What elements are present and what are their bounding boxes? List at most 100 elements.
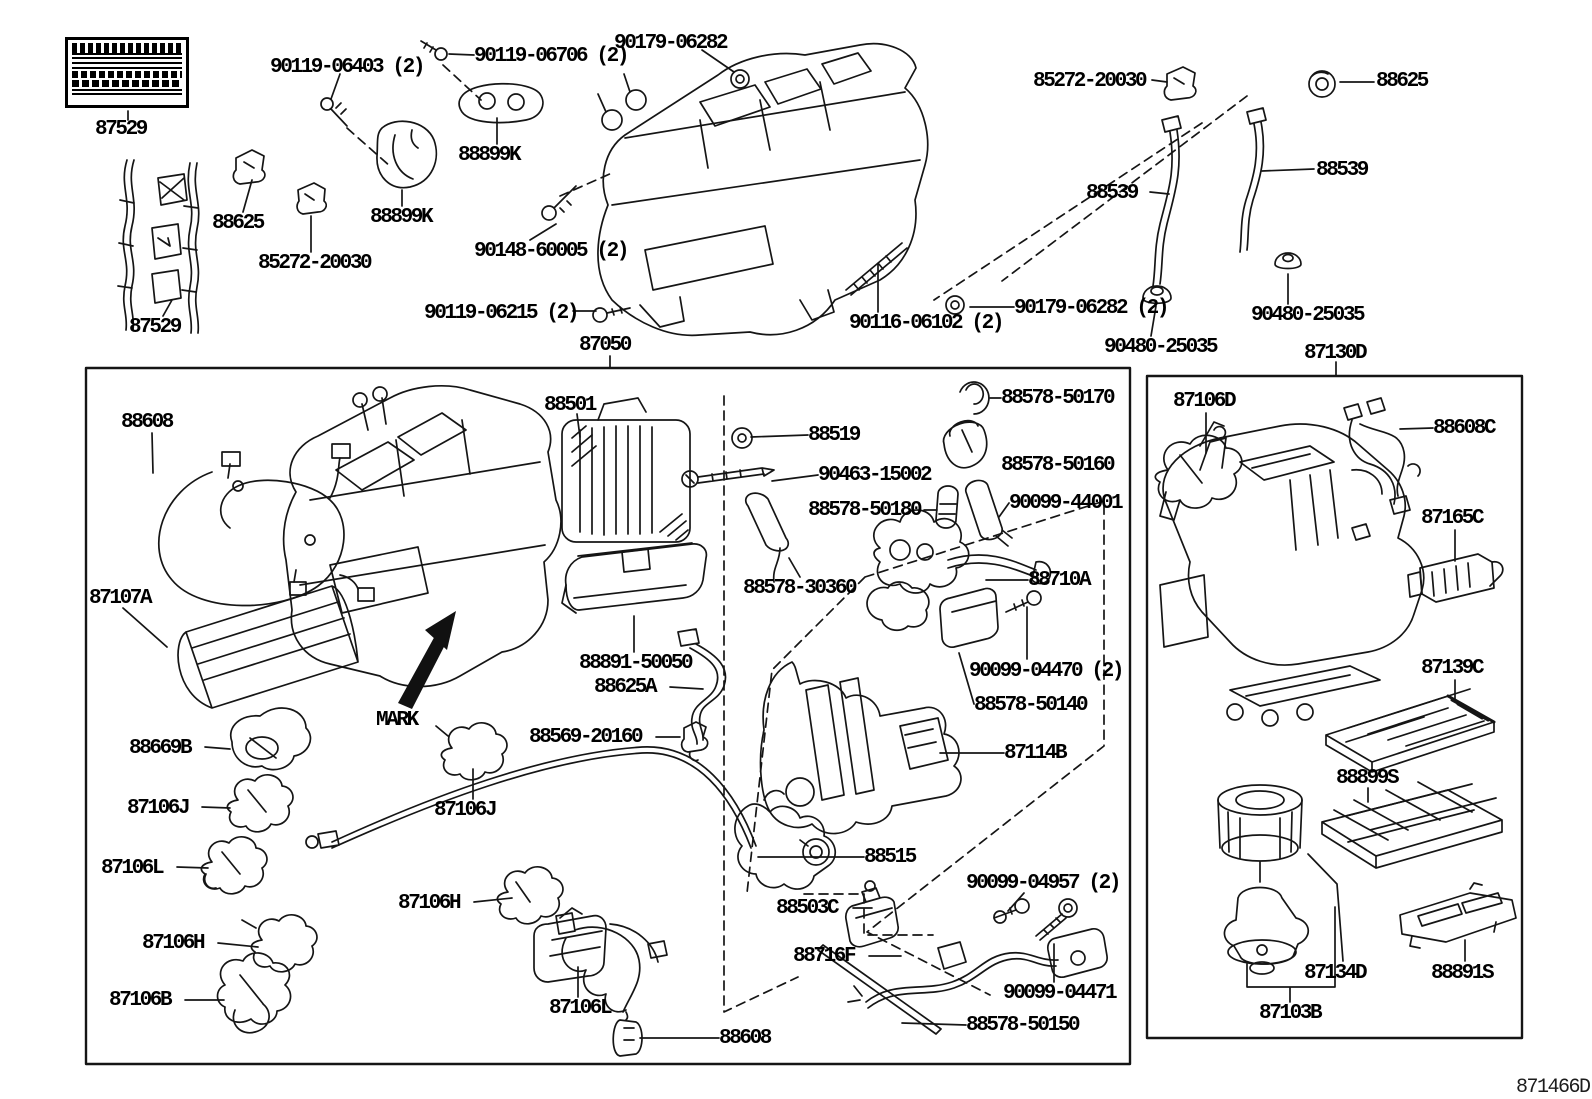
label-88578-50150: 88578-50150: [966, 1014, 1081, 1037]
label-88519: 88519: [808, 424, 861, 447]
label-88578-50140: 88578-50140: [974, 694, 1089, 717]
hvac-unit-assembly-top: [597, 42, 929, 337]
label-90099-44001: 90099-44001: [1009, 492, 1124, 515]
label-90119-06403: 90119-06403 (2): [270, 56, 425, 79]
main-assembly-frame: [84, 366, 1132, 1066]
sticker-text-row: [72, 71, 182, 78]
label-87106B: 87106B: [109, 989, 173, 1012]
label-87139C: 87139C: [1421, 657, 1485, 680]
label-88608-top: 88608: [121, 411, 174, 434]
label-88891-50050: 88891-50050: [579, 652, 694, 675]
drain-hoses-and-pads: [117, 159, 200, 334]
label-87106H-mid: 87106H: [398, 892, 462, 915]
label-87134D: 87134D: [1304, 962, 1368, 985]
evaporator-core: [561, 397, 691, 543]
heater-unit-main: [282, 385, 562, 688]
blower-unit-case: [1159, 423, 1425, 727]
label-88899K-left: 88899K: [370, 206, 434, 229]
label-88539-left: 88539: [1086, 182, 1139, 205]
resistor-87165C: [1407, 553, 1504, 603]
sticker-text-row: [72, 80, 182, 87]
label-87114B: 87114B: [1004, 742, 1068, 765]
wire-88716F: [847, 928, 1108, 1009]
label-88539-right: 88539: [1316, 159, 1369, 182]
label-87106L-mid: 87106L: [549, 997, 613, 1020]
label-88899K-right: 88899K: [458, 144, 522, 167]
leader-lines: [122, 49, 1466, 1039]
label-mark: MARK: [376, 709, 419, 732]
label-88578-30360: 88578-30360: [743, 577, 858, 600]
label-88501: 88501: [544, 394, 597, 417]
sticker-stripes: [72, 57, 182, 69]
label-87103B: 87103B: [1259, 1002, 1323, 1025]
amplifier-88515: [734, 789, 837, 890]
label-87130D: 87130D: [1304, 342, 1368, 365]
mid-small-parts: [677, 381, 1078, 1035]
label-90099-04957: 90099-04957 (2): [966, 872, 1121, 895]
label-88710A: 88710A: [1028, 569, 1092, 592]
label-90463-15002: 90463-15002: [818, 464, 933, 487]
top-fasteners-and-clips: [232, 40, 1336, 323]
label-90116-06102: 90116-06102 (2): [849, 312, 1004, 335]
label-87529-bottom: 87529: [129, 316, 182, 339]
sub-assembly-frame: [1145, 374, 1524, 1040]
filter-87139C: [1325, 688, 1496, 773]
sticker-stripes: [72, 89, 182, 97]
label-88625-left: 88625: [212, 212, 265, 235]
label-87106L-left: 87106L: [101, 857, 165, 880]
label-90480-25035-right: 90480-25035: [1251, 304, 1366, 327]
servo-motors-and-seals: [200, 707, 607, 1034]
label-90148-60005: 90148-60005 (2): [474, 240, 629, 263]
label-88578-50170: 88578-50170: [1001, 387, 1116, 410]
blower-fan-and-motor: [1217, 784, 1310, 975]
control-cable: [305, 746, 757, 849]
label-90099-04471: 90099-04471: [1003, 982, 1118, 1005]
label-90179-06282-2: 90179-06282 (2): [1014, 297, 1169, 320]
label-88899S: 88899S: [1336, 767, 1400, 790]
label-88578-50160: 88578-50160: [1001, 454, 1116, 477]
lower-duct: [561, 542, 708, 614]
grille-88891S: [1399, 882, 1517, 949]
label-87106J-mid: 87106J: [434, 799, 498, 822]
label-88578-50180: 88578-50180: [808, 499, 923, 522]
sticker-text-row: [72, 43, 182, 55]
label-90119-06706: 90119-06706 (2): [474, 45, 629, 68]
label-88669B: 88669B: [129, 737, 193, 760]
heater-core: [177, 585, 359, 709]
label-87529-caution: 87529: [95, 118, 148, 141]
label-85272-20030-left: 85272-20030: [258, 252, 373, 275]
label-87050: 87050: [579, 334, 632, 357]
label-88625A: 88625A: [594, 676, 658, 699]
servo-87106D: [1154, 421, 1243, 521]
label-87106D: 87106D: [1173, 390, 1237, 413]
label-87165C: 87165C: [1421, 507, 1485, 530]
label-88569-20160: 88569-20160: [529, 726, 644, 749]
label-90480-25035-left: 90480-25035: [1104, 336, 1219, 359]
label-87107A: 87107A: [89, 587, 153, 610]
label-90099-04470: 90099-04470 (2): [969, 660, 1124, 683]
label-90179-06282: 90179-06282: [614, 32, 729, 55]
label-88625-topright: 88625: [1376, 70, 1429, 93]
drawing-number: 871466D: [1516, 1076, 1591, 1099]
harness-88608C: [1343, 397, 1421, 541]
mark-arrow: [398, 611, 456, 709]
thermistor-assembly-88710A: [866, 509, 1052, 632]
label-88503C: 88503C: [776, 897, 840, 920]
wire-harness-88608-top: [157, 443, 375, 607]
label-87106J-left: 87106J: [127, 797, 191, 820]
label-87106H-left: 87106H: [142, 932, 206, 955]
label-85272-20030-right: 85272-20030: [1033, 70, 1148, 93]
servo-88503C: [844, 880, 900, 948]
label-88608C: 88608C: [1433, 417, 1497, 440]
label-88515: 88515: [864, 846, 917, 869]
mode-servo-bracket-87114B: [759, 661, 962, 835]
caution-sticker-87529: [65, 37, 189, 108]
wire-harness-88608-bottom: [555, 912, 668, 1057]
dashed-boundary-lines: [346, 64, 1248, 1013]
filter-frame-88899S: [1321, 781, 1503, 869]
label-88716F: 88716F: [793, 945, 857, 968]
label-88891S: 88891S: [1431, 962, 1495, 985]
label-88608-bottom: 88608: [719, 1027, 772, 1050]
